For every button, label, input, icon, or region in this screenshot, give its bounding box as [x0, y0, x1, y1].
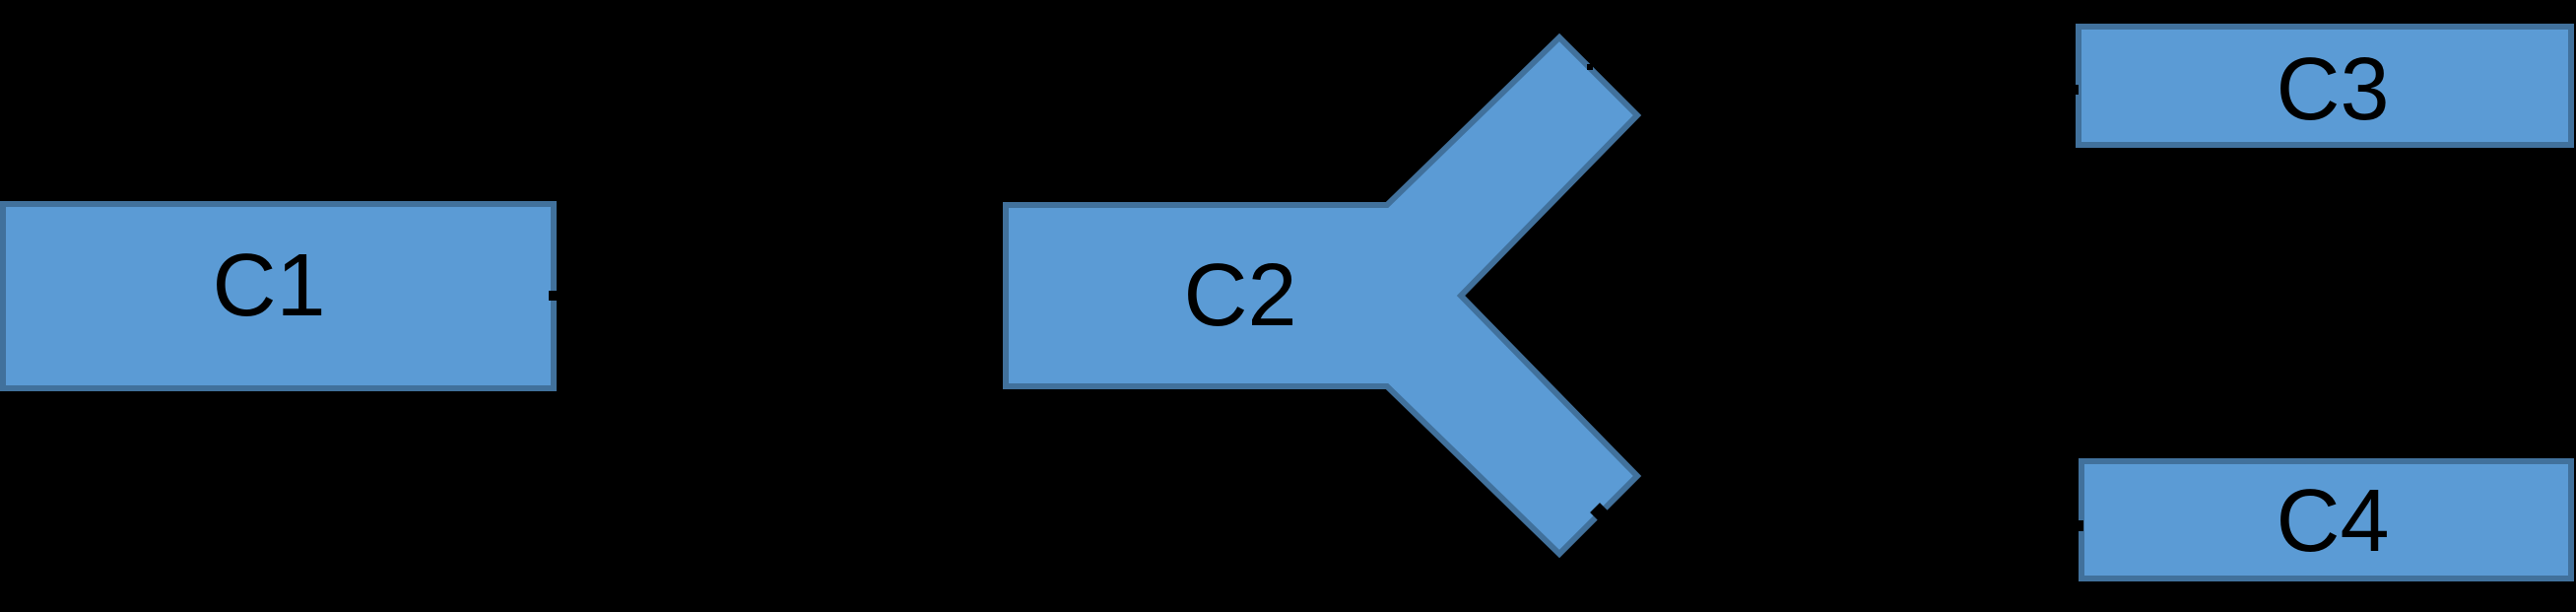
connector-arrow-mark-c1-right — [549, 291, 560, 301]
c3-rectangle — [2076, 24, 2574, 148]
connector-arrow-mark-c4-left — [2063, 520, 2083, 531]
connector-marks — [549, 64, 2083, 531]
connector-arrow-mark-c3-left — [2061, 85, 2079, 95]
c4-label: C4 — [2276, 472, 2389, 571]
connector-arrow-mark-c2-upper-arm — [1587, 64, 1593, 70]
node-c2: C2 — [1003, 33, 1642, 559]
c4-rectangle — [2079, 458, 2574, 581]
node-c4: C4 — [2079, 458, 2574, 581]
c2-label: C2 — [1183, 246, 1296, 345]
connector-arrow-mark-c2-lower-arm — [1590, 503, 1610, 522]
c3-label: C3 — [2276, 40, 2389, 139]
c1-label: C1 — [212, 237, 325, 335]
c2-y-branch-shape — [1003, 33, 1642, 559]
node-c3: C3 — [2076, 24, 2574, 148]
node-c1: C1 — [0, 201, 557, 391]
c1-rectangle — [0, 201, 557, 391]
